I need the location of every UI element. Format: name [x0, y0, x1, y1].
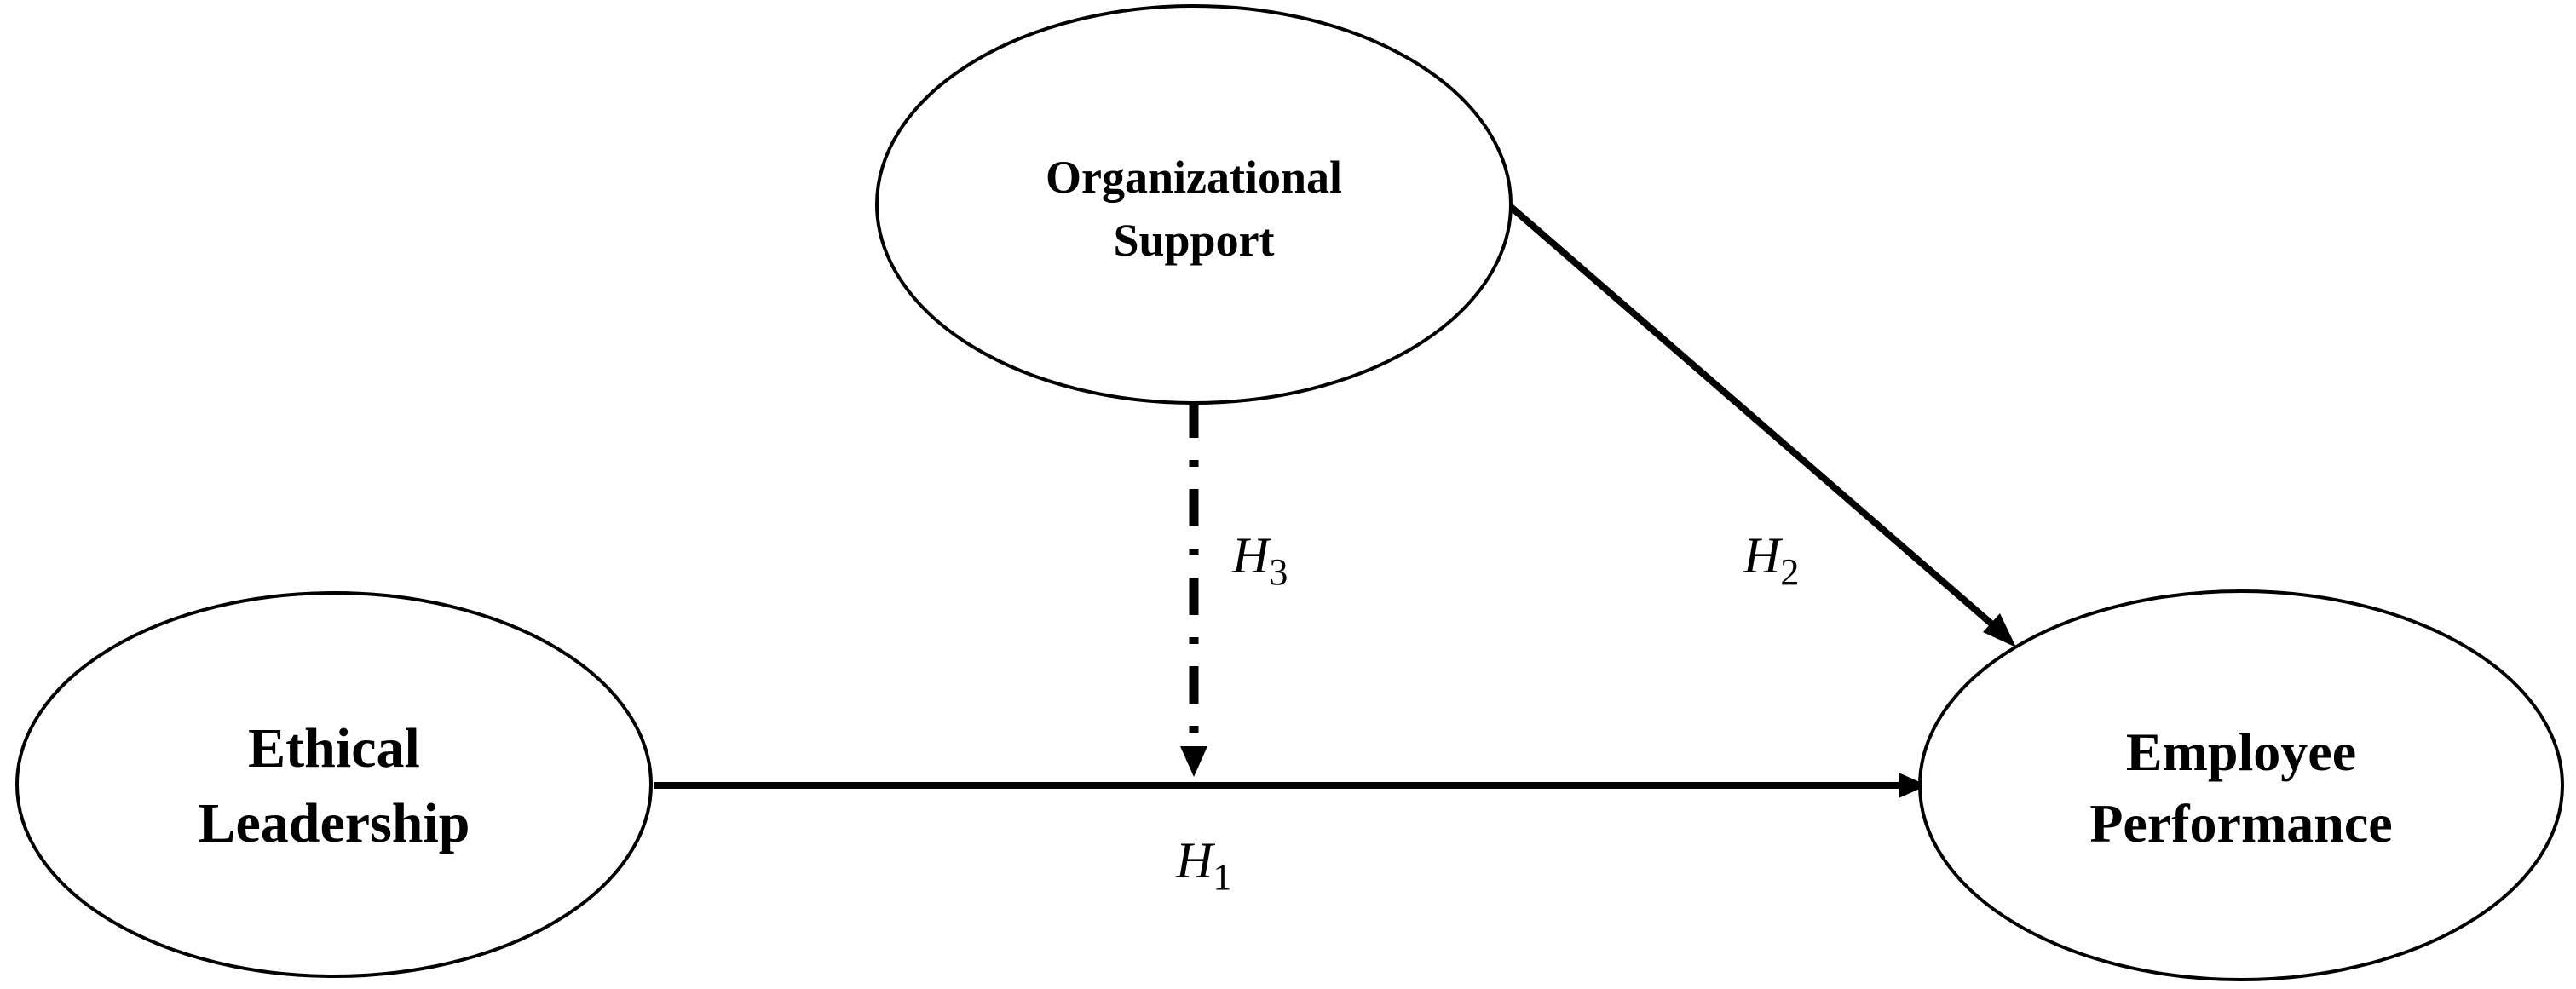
node-ethical-leadership: Ethical Leadership	[15, 591, 653, 978]
edge-h1-arrowhead	[1899, 773, 1928, 798]
node-ethical-leadership-ellipse	[15, 591, 653, 978]
edge-h3-arrowhead	[1180, 746, 1207, 777]
node-organizational-support-label-line1: Organizational	[1046, 152, 1342, 203]
edge-h1	[654, 773, 1928, 798]
hypothesis-label-h2-subscript: 2	[1780, 551, 1799, 593]
node-employee-performance-label-line2: Performance	[2089, 793, 2392, 854]
node-employee-performance-label-line1: Employee	[2126, 722, 2356, 782]
hypothesis-label-h3-subscript: 3	[1269, 551, 1288, 593]
edge-h2-line	[1507, 203, 2002, 634]
hypothesis-label-h2-letter: H	[1743, 527, 1784, 584]
hypothesis-label-h1-letter: H	[1175, 832, 1216, 888]
hypothesis-label-h1-subscript: 1	[1213, 856, 1231, 898]
hypothesis-label-h1: H1	[1175, 832, 1231, 898]
edge-h2	[1507, 203, 2016, 647]
node-organizational-support-ellipse	[875, 4, 1513, 405]
hypothesis-label-h3: H3	[1231, 527, 1288, 593]
node-organizational-support-label-line2: Support	[1113, 215, 1274, 266]
node-employee-performance-ellipse	[1918, 589, 2564, 981]
node-ethical-leadership-label-line2: Leadership	[198, 792, 470, 854]
edge-h3	[1180, 400, 1207, 777]
node-organizational-support: Organizational Support	[875, 4, 1513, 405]
hypothesis-label-h2: H2	[1743, 527, 1799, 593]
node-employee-performance: Employee Performance	[1918, 589, 2564, 981]
node-ethical-leadership-label-line1: Ethical	[248, 717, 420, 779]
edge-h2-arrowhead	[1983, 613, 2016, 647]
hypothesis-label-h3-letter: H	[1231, 527, 1272, 584]
